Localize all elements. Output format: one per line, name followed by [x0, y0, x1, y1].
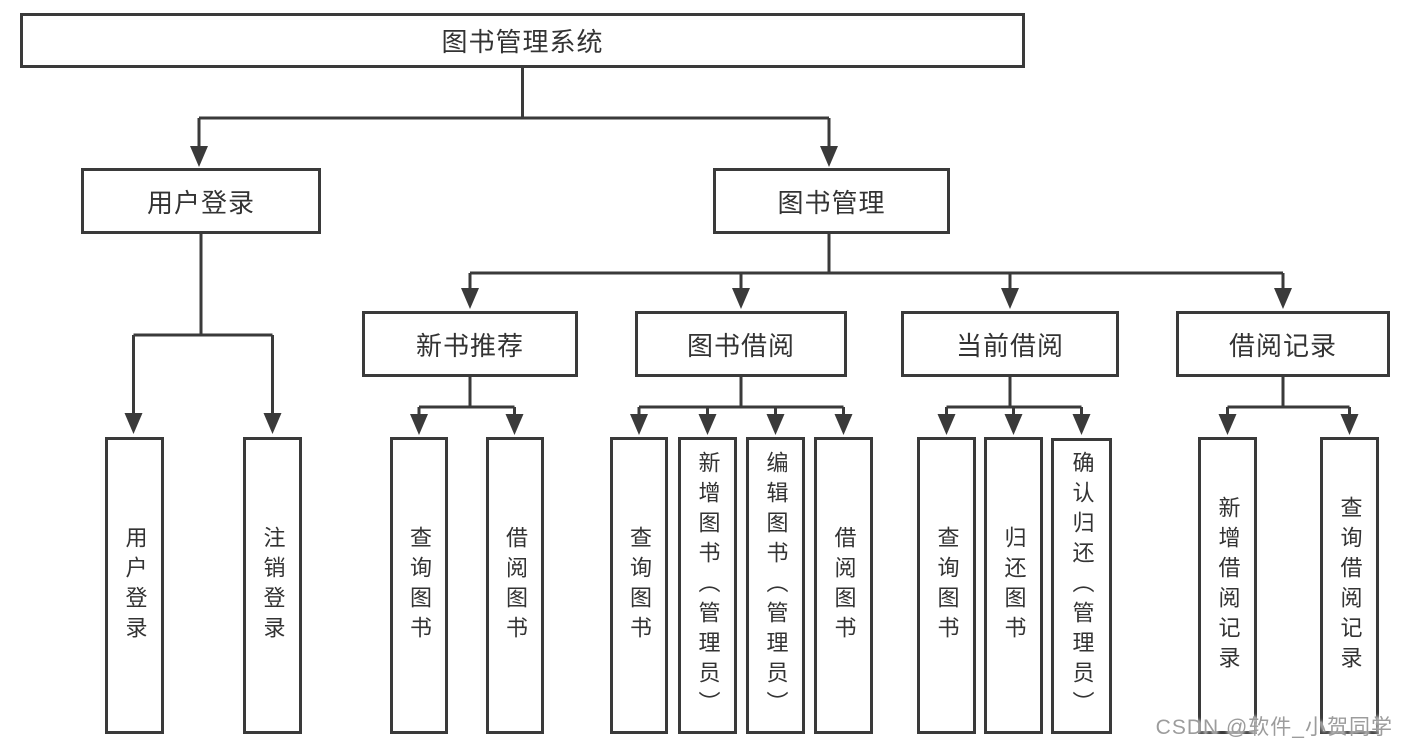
leaf-recommend-query-books-label: 查询图书: [407, 525, 432, 646]
node-library-management-system: 图书管理系统: [20, 13, 1025, 68]
node-new-book-recommend: 新书推荐: [362, 311, 578, 377]
leaf-current-confirm-return-admin-label: 确认归还（管理员）: [1069, 451, 1095, 721]
leaf-user-login-label: 用户登录: [122, 525, 148, 646]
node-current-borrowing-label: 当前借阅: [955, 330, 1064, 361]
leaf-user-login: 用户登录: [105, 437, 164, 734]
leaf-records-add-borrow-record-label: 新增借阅记录: [1215, 495, 1241, 676]
node-new-book-recommend-label: 新书推荐: [415, 330, 524, 361]
leaf-borrowing-edit-books-admin-label: 编辑图书（管理员）: [763, 450, 789, 721]
node-borrow-records-label: 借阅记录: [1228, 330, 1337, 361]
leaf-borrowing-edit-books-admin: 编辑图书（管理员）: [746, 437, 805, 734]
node-current-borrowing: 当前借阅: [901, 311, 1119, 377]
leaf-logout: 注销登录: [243, 437, 302, 734]
leaf-recommend-borrow-books: 借阅图书: [486, 437, 544, 734]
leaf-borrowing-add-books-admin-label: 新增图书（管理员）: [695, 450, 721, 721]
leaf-recommend-borrow-books-label: 借阅图书: [503, 525, 528, 646]
leaf-current-query-books-label: 查询图书: [934, 525, 960, 646]
node-borrow-records: 借阅记录: [1176, 311, 1390, 377]
leaf-current-query-books: 查询图书: [917, 437, 976, 734]
node-user-login: 用户登录: [81, 168, 321, 234]
leaf-current-return-books-label: 归还图书: [1001, 525, 1027, 646]
node-book-borrowing-label: 图书借阅: [686, 330, 795, 361]
leaf-borrowing-query-books: 查询图书: [610, 437, 668, 734]
leaf-borrowing-add-books-admin: 新增图书（管理员）: [678, 437, 737, 734]
node-book-borrowing: 图书借阅: [635, 311, 847, 377]
node-user-login-label: 用户登录: [146, 187, 255, 218]
csdn-watermark: CSDN @软件_小贺同学: [1155, 716, 1393, 739]
leaf-recommend-query-books: 查询图书: [390, 437, 448, 734]
leaf-records-query-borrow-record: 查询借阅记录: [1320, 437, 1379, 734]
leaf-logout-label: 注销登录: [260, 525, 286, 646]
node-library-management-system-label: 图书管理系统: [441, 27, 604, 57]
leaf-borrowing-query-books-label: 查询图书: [627, 525, 652, 646]
leaf-current-confirm-return-admin: 确认归还（管理员）: [1051, 438, 1112, 734]
leaf-current-return-books: 归还图书: [984, 437, 1043, 734]
node-book-management: 图书管理: [713, 168, 950, 234]
leaf-borrowing-borrow-books-label: 借阅图书: [831, 525, 857, 646]
leaf-records-add-borrow-record: 新增借阅记录: [1198, 437, 1257, 734]
leaf-records-query-borrow-record-label: 查询借阅记录: [1337, 495, 1363, 676]
node-book-management-label: 图书管理: [777, 187, 886, 218]
leaf-borrowing-borrow-books: 借阅图书: [814, 437, 873, 734]
